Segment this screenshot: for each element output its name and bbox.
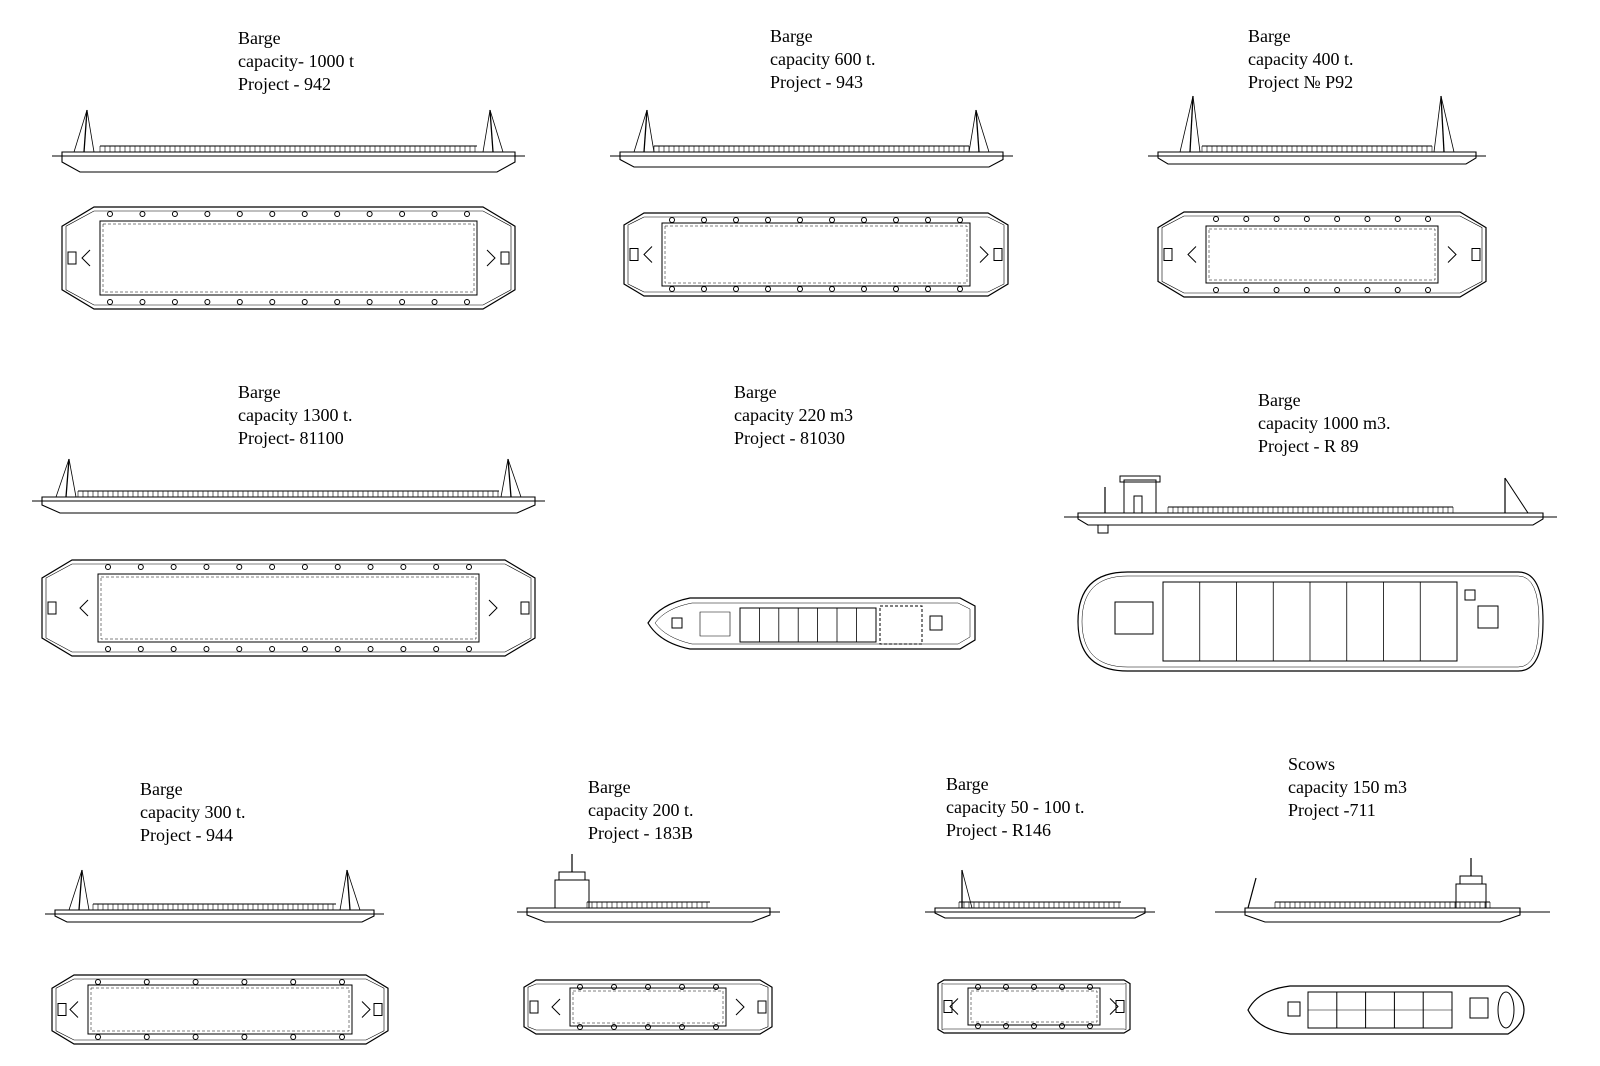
vessel-capacity: capacity 600 t. <box>770 49 876 69</box>
vessel-label: Barge capacity 220 m3 Project - 81030 <box>734 381 853 450</box>
vessel-project: Project № P92 <box>1248 72 1354 92</box>
plan-view-p92 <box>1158 212 1486 297</box>
side-view-p92 <box>1148 96 1486 164</box>
side-view-183b <box>517 854 780 922</box>
vessel-capacity: capacity 1000 m3. <box>1258 413 1391 433</box>
vessel-title: Scows <box>1288 754 1336 774</box>
vessel-title: Barge <box>238 28 281 48</box>
vessel-title: Barge <box>946 774 989 794</box>
plan-view-81100 <box>42 560 535 656</box>
vessel-title: Barge <box>770 26 813 46</box>
vessel-project: Project- 81100 <box>238 428 344 448</box>
plan-view-r89 <box>1078 572 1543 671</box>
vessel-label: Barge capacity 400 t. Project № P92 <box>1248 25 1353 94</box>
plan-view-r146 <box>938 980 1130 1033</box>
vessel-project: Project - R 89 <box>1258 436 1359 456</box>
side-view-r89 <box>1064 476 1557 533</box>
vessel-project: Project - 944 <box>140 825 233 845</box>
vessel-project: Project - 943 <box>770 72 863 92</box>
vessel-capacity: capacity 50 - 100 t. <box>946 797 1085 817</box>
side-view-81100 <box>32 459 545 513</box>
vessel-capacity: capacity 220 m3 <box>734 405 853 425</box>
vessel-capacity: capacity 300 t. <box>140 802 246 822</box>
plan-view-711 <box>1248 986 1524 1034</box>
side-view-942 <box>52 110 525 172</box>
vessel-title: Barge <box>140 779 183 799</box>
plan-view-943 <box>624 213 1008 296</box>
vessel-project: Project - 942 <box>238 74 331 94</box>
vessel-label: Barge capacity 1300 t. Project- 81100 <box>238 381 352 450</box>
vessel-project: Project - R146 <box>946 820 1051 840</box>
plan-view-81030 <box>648 598 975 649</box>
side-view-943 <box>610 110 1013 167</box>
vessel-label: Barge capacity 600 t. Project - 943 <box>770 25 875 94</box>
vessel-label: Barge capacity 200 t. Project - 183B <box>588 776 693 845</box>
side-view-r146 <box>925 870 1155 918</box>
side-view-711 <box>1215 858 1550 922</box>
vessel-title: Barge <box>238 382 281 402</box>
vessel-capacity: capacity 1300 t. <box>238 405 353 425</box>
vessel-title: Barge <box>1258 390 1301 410</box>
vessel-title: Barge <box>588 777 631 797</box>
vessel-label: Barge capacity- 1000 t Project - 942 <box>238 27 354 96</box>
vessel-label: Barge capacity 1000 m3. Project - R 89 <box>1258 389 1390 458</box>
vessel-label: Barge capacity 300 t. Project - 944 <box>140 778 245 847</box>
plan-view-944 <box>52 975 388 1044</box>
vessel-project: Project -711 <box>1288 800 1376 820</box>
vessel-capacity: capacity 150 m3 <box>1288 777 1407 797</box>
vessel-capacity: capacity 200 t. <box>588 800 694 820</box>
vessel-project: Project - 81030 <box>734 428 845 448</box>
plan-view-942 <box>62 207 515 309</box>
vessel-label: Scows capacity 150 m3 Project -711 <box>1288 753 1407 822</box>
vessel-capacity: capacity- 1000 t <box>238 51 354 71</box>
vessel-capacity: capacity 400 t. <box>1248 49 1354 69</box>
side-view-944 <box>45 870 384 922</box>
vessel-title: Barge <box>1248 26 1291 46</box>
vessel-label: Barge capacity 50 - 100 t. Project - R14… <box>946 773 1084 842</box>
plan-view-183b <box>524 980 772 1034</box>
vessel-project: Project - 183B <box>588 823 693 843</box>
vessel-title: Barge <box>734 382 777 402</box>
